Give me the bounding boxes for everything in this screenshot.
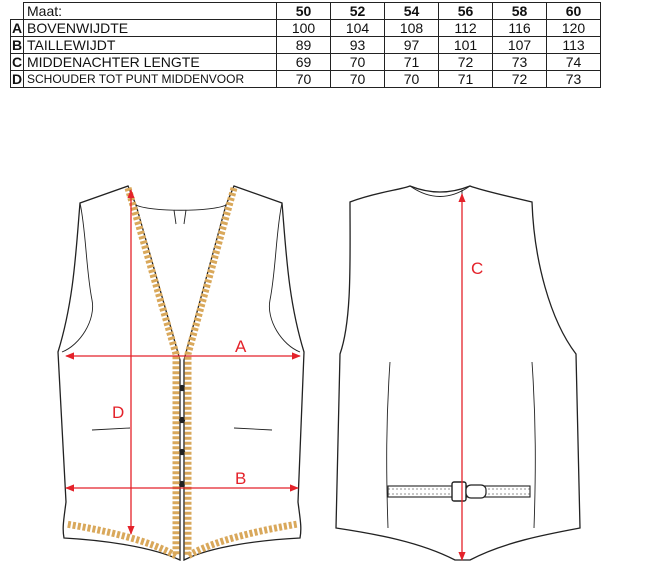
label-d: D <box>112 403 124 422</box>
measurement-value: 70 <box>330 53 385 71</box>
measurement-label: TAILLEWIJDT <box>23 36 277 54</box>
button-icon <box>178 416 186 424</box>
front-left-panel <box>57 185 181 562</box>
measurement-value: 120 <box>546 19 601 37</box>
label-b: B <box>235 469 246 488</box>
back-panel <box>335 185 581 561</box>
measurement-value: 89 <box>276 36 331 54</box>
measurement-value: 73 <box>546 70 601 88</box>
measurement-value: 70 <box>330 70 385 88</box>
measurement-value: 108 <box>384 19 439 37</box>
measurement-value: 71 <box>384 53 439 71</box>
measurement-value: 74 <box>546 53 601 71</box>
front-right-panel <box>183 185 305 562</box>
measurement-value: 104 <box>330 19 385 37</box>
measurement-value: 72 <box>492 70 547 88</box>
size-chart-table: Maat: 50 52 54 56 58 60 A BOVENWIJDTE 10… <box>10 2 601 88</box>
table-row: C MIDDENACHTER LENGTE 69 70 71 72 73 74 <box>10 53 601 71</box>
measurement-label: MIDDENACHTER LENGTE <box>23 53 277 71</box>
size-header: 54 <box>384 2 439 20</box>
measurement-value: 112 <box>438 19 493 37</box>
table-row: D SCHOUDER TOT PUNT MIDDENVOOR 70 70 70 … <box>10 70 601 88</box>
vest-trim <box>65 187 299 560</box>
button-icon <box>178 480 186 488</box>
measurement-value: 71 <box>438 70 493 88</box>
vest-front-view <box>57 185 305 562</box>
front-measurements <box>65 189 301 535</box>
table-row: A BOVENWIJDTE 100 104 108 112 116 120 <box>10 19 601 37</box>
label-a: A <box>235 337 247 356</box>
buckle-icon <box>451 481 467 502</box>
vest-back-view <box>335 185 581 561</box>
measurement-label: SCHOUDER TOT PUNT MIDDENVOOR <box>23 70 277 88</box>
button-icon <box>178 448 186 456</box>
measurement-value: 100 <box>276 19 331 37</box>
label-c: C <box>471 259 483 278</box>
measurement-value: 116 <box>492 19 547 37</box>
button-icon <box>178 384 186 392</box>
